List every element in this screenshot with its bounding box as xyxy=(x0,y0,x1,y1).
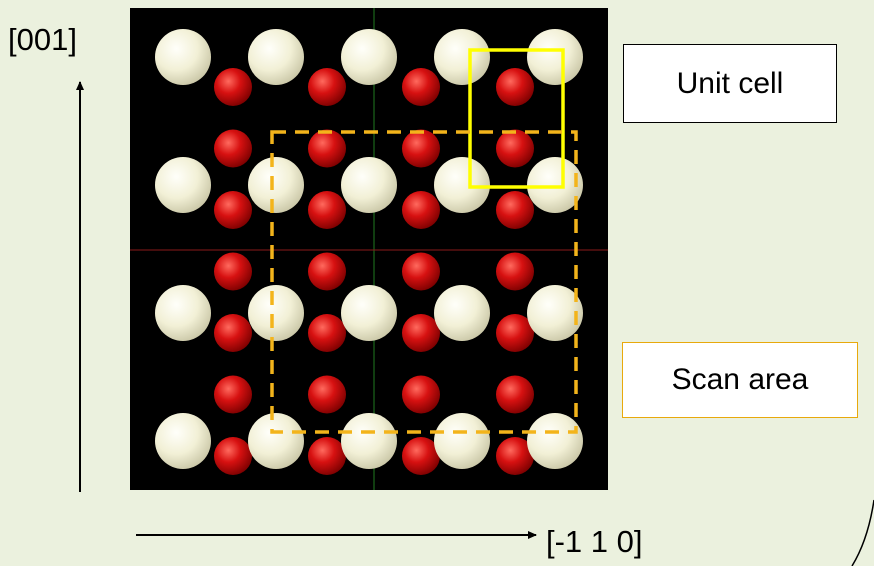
unit-cell-outline xyxy=(468,48,565,189)
red-sphere-icon xyxy=(308,68,346,106)
white-sphere-icon xyxy=(341,413,397,469)
red-sphere-icon xyxy=(214,437,252,475)
red-sphere-icon xyxy=(402,129,440,168)
scan-area-outline xyxy=(270,130,578,434)
white-sphere-icon xyxy=(527,157,583,213)
red-sphere-icon xyxy=(496,252,534,291)
red-sphere-icon xyxy=(214,314,252,352)
red-sphere-icon xyxy=(402,375,440,414)
red-sphere-icon xyxy=(308,314,346,352)
corner-curve xyxy=(851,499,874,566)
white-sphere-icon xyxy=(248,157,304,213)
white-sphere-icon xyxy=(341,29,397,85)
white-sphere-icon xyxy=(527,413,583,469)
unit-cell-callout: Unit cell xyxy=(623,44,837,123)
red-sphere-icon xyxy=(496,375,534,414)
red-sphere-icon xyxy=(308,252,346,291)
white-sphere-icon xyxy=(527,29,583,85)
red-sphere-icon xyxy=(496,68,534,106)
red-sphere-icon xyxy=(402,252,440,291)
red-sphere-icon xyxy=(496,129,534,168)
red-sphere-icon xyxy=(496,191,534,229)
red-sphere-icon xyxy=(214,129,252,168)
red-sphere-icon xyxy=(308,191,346,229)
vertical-axis-label: [001] xyxy=(8,22,77,57)
red-sphere-icon xyxy=(308,375,346,414)
white-sphere-icon xyxy=(155,413,211,469)
white-sphere-icon xyxy=(527,285,583,341)
white-sphere-icon xyxy=(248,285,304,341)
white-sphere-icon xyxy=(341,157,397,213)
red-sphere-icon xyxy=(402,68,440,106)
red-sphere-icon xyxy=(214,252,252,291)
horizontal-axis-label: [-1 1 0] xyxy=(546,524,643,559)
white-sphere-icon xyxy=(155,285,211,341)
red-sphere-icon xyxy=(214,375,252,414)
white-sphere-icon xyxy=(248,29,304,85)
white-sphere-icon xyxy=(248,413,304,469)
red-sphere-icon xyxy=(496,314,534,352)
white-sphere-icon xyxy=(341,285,397,341)
red-sphere-icon xyxy=(308,129,346,168)
red-sphere-icon xyxy=(402,314,440,352)
white-sphere-icon xyxy=(155,29,211,85)
scan-area-callout: Scan area xyxy=(622,342,858,418)
red-sphere-icon xyxy=(308,437,346,475)
white-sphere-icon xyxy=(434,413,490,469)
atom-lattice xyxy=(155,29,583,475)
red-sphere-icon xyxy=(402,191,440,229)
white-sphere-icon xyxy=(434,29,490,85)
white-sphere-icon xyxy=(434,157,490,213)
red-sphere-icon xyxy=(496,437,534,475)
white-sphere-icon xyxy=(434,285,490,341)
red-sphere-icon xyxy=(214,191,252,229)
red-sphere-icon xyxy=(214,68,252,106)
red-sphere-icon xyxy=(402,437,440,475)
white-sphere-icon xyxy=(155,157,211,213)
